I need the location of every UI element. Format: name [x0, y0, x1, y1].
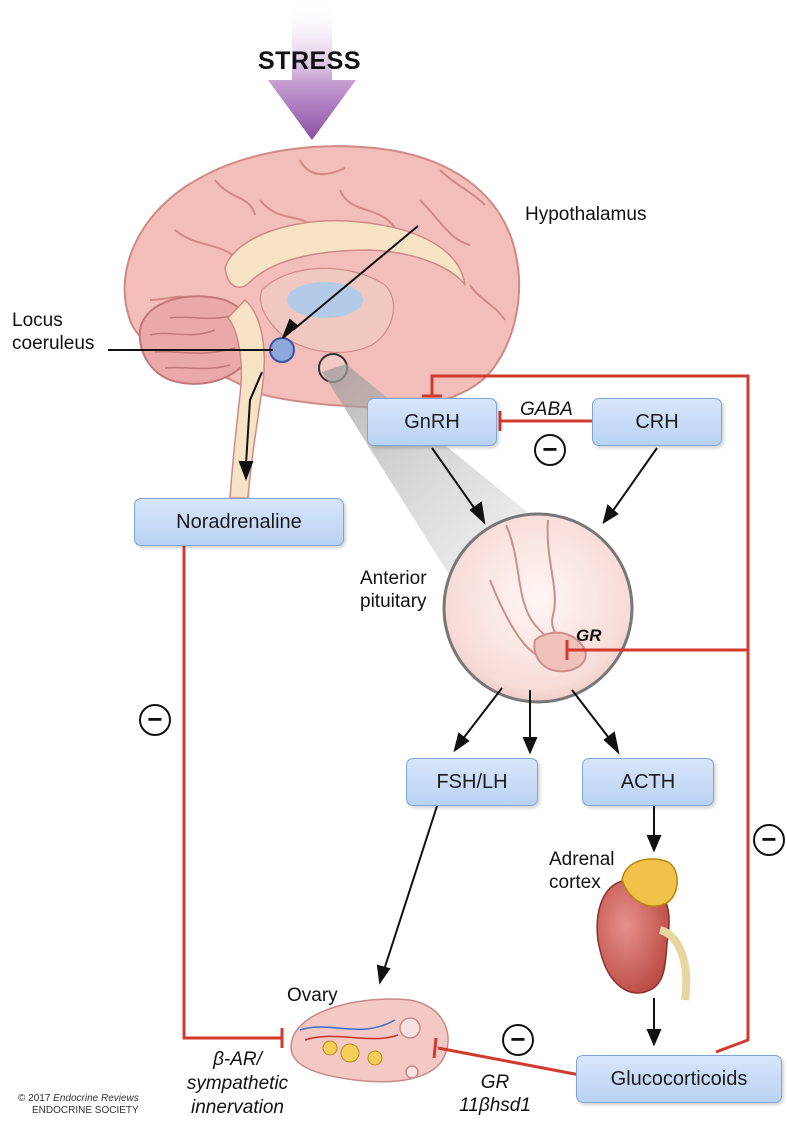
acth-box: ACTH	[582, 758, 714, 806]
inhibition-symbol-noradrenaline: −	[139, 704, 171, 736]
anterior-pituitary-magnified	[444, 514, 632, 702]
gr-ovary-line1: GR	[440, 1071, 550, 1094]
ovary-label: Ovary	[287, 984, 338, 1007]
adrenal-cortex-label: Adrenal cortex	[549, 848, 615, 894]
crh-box: CRH	[592, 398, 722, 446]
copyright-journal: Endocrine Reviews	[53, 1093, 139, 1104]
gr-ovary-line2: 11βhsd1	[440, 1094, 550, 1117]
anterior-label-line1: Anterior	[360, 567, 427, 590]
hypothalamus-label: Hypothalamus	[525, 203, 646, 226]
gr-pituitary-label: GR	[576, 624, 602, 647]
adrenal-label-line1: Adrenal	[549, 848, 615, 871]
copyright-line1: © 2017 Endocrine Reviews	[18, 1093, 139, 1105]
locus-pointer-line	[108, 349, 273, 351]
stress-title: STRESS	[258, 50, 361, 73]
copyright-society: ENDOCRINE SOCIETY	[18, 1105, 139, 1117]
adrenal-label-line2: cortex	[549, 871, 615, 894]
locus-coeruleus-label: Locus coeruleus	[12, 309, 94, 355]
copyright-notice: © 2017 Endocrine Reviews ENDOCRINE SOCIE…	[18, 1093, 139, 1117]
anterior-pituitary-label: Anterior pituitary	[360, 567, 427, 613]
inhibition-symbol-feedback: −	[753, 824, 785, 856]
minus-glyph: −	[761, 826, 776, 852]
minus-glyph: −	[510, 1026, 525, 1052]
ovary-illustration	[291, 999, 448, 1082]
locus-label-line1: Locus	[12, 309, 94, 332]
gaba-label: GABA	[520, 398, 573, 421]
noradrenaline-box: Noradrenaline	[134, 498, 344, 546]
beta-label-line1: β-AR/	[180, 1048, 295, 1072]
gr-ovary-label: GR 11βhsd1	[440, 1071, 550, 1117]
anterior-label-line2: pituitary	[360, 590, 427, 613]
copyright-prefix: © 2017	[18, 1093, 53, 1104]
beta-label-line3: innervation	[180, 1096, 295, 1120]
beta-ar-label: β-AR/ sympathetic innervation	[180, 1048, 295, 1120]
minus-glyph: −	[542, 436, 557, 462]
locus-label-line2: coeruleus	[12, 332, 94, 355]
inhibition-symbol-gaba: −	[534, 434, 566, 466]
gnrh-box: GnRH	[367, 398, 497, 446]
inhibition-symbol-ovary: −	[502, 1024, 534, 1056]
beta-label-line2: sympathetic	[180, 1072, 295, 1096]
minus-glyph: −	[147, 706, 162, 732]
fsh-lh-box: FSH/LH	[406, 758, 538, 806]
glucocorticoids-box: Glucocorticoids	[576, 1055, 782, 1103]
